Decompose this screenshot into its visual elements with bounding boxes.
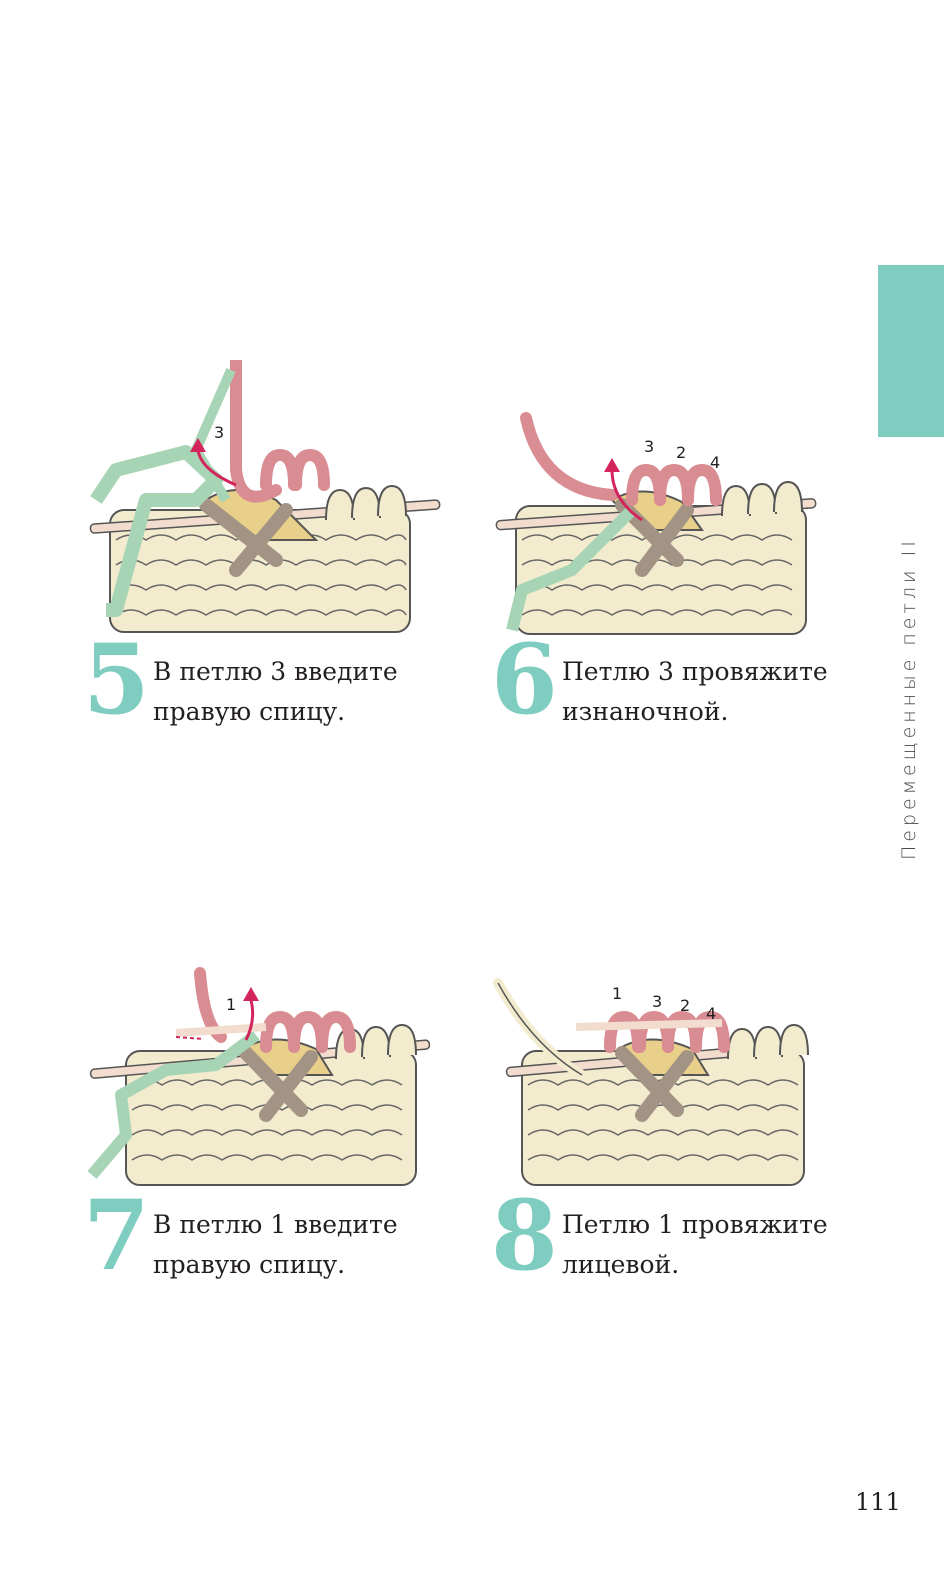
step-8-loop-label-2: 2 — [680, 996, 690, 1015]
step-6-loop-label-3: 3 — [644, 437, 654, 456]
step-5-caption-line-2: правую спицу. — [153, 697, 346, 726]
step-8-loop-label-4: 4 — [706, 1004, 716, 1023]
step-5-caption-line-1: В петлю 3 введите — [153, 657, 398, 686]
step-6-loop-label-4: 4 — [710, 453, 720, 472]
step-7-caption-line-2: правую спицу. — [153, 1250, 346, 1279]
step-8-caption-line-2: лицевой. — [562, 1250, 680, 1279]
step-6-caption: Петлю 3 провяжите изнаночной. — [562, 652, 828, 732]
step-8-caption-line-1: Петлю 1 провяжите — [562, 1210, 828, 1239]
step-5-loop-label: 3 — [214, 423, 224, 442]
step-8-number: 8 — [491, 1179, 558, 1292]
step-6-loop-label-2: 2 — [676, 443, 686, 462]
step-5-number: 5 — [83, 623, 150, 736]
step-8-loop-label-1: 1 — [612, 984, 622, 1003]
chapter-tab — [878, 265, 944, 437]
chapter-title: Перемещенные петли II — [898, 537, 920, 860]
step-7-loop-label: 1 — [226, 995, 236, 1014]
step-8-caption: Петлю 1 провяжите лицевой. — [562, 1205, 828, 1285]
step-6-caption-line-2: изнаночной. — [562, 697, 729, 726]
page-number: 111 — [855, 1488, 901, 1516]
step-5-illustration: 3 — [89, 360, 441, 633]
step-7-number: 7 — [83, 1179, 150, 1292]
step-8-loop-label-3: 3 — [652, 992, 662, 1011]
step-7-caption: В петлю 1 введите правую спицу. — [153, 1205, 398, 1285]
step-5-caption: В петлю 3 введите правую спицу. — [153, 652, 398, 732]
step-8-illustration: 1 3 2 4 — [493, 978, 809, 1186]
step-7-caption-line-1: В петлю 1 введите — [153, 1210, 398, 1239]
step-7-illustration: 1 — [87, 967, 431, 1186]
step-6-illustration: 3 2 4 — [495, 412, 817, 635]
step-6-caption-line-1: Петлю 3 провяжите — [562, 657, 828, 686]
step-6-number: 6 — [491, 623, 558, 736]
